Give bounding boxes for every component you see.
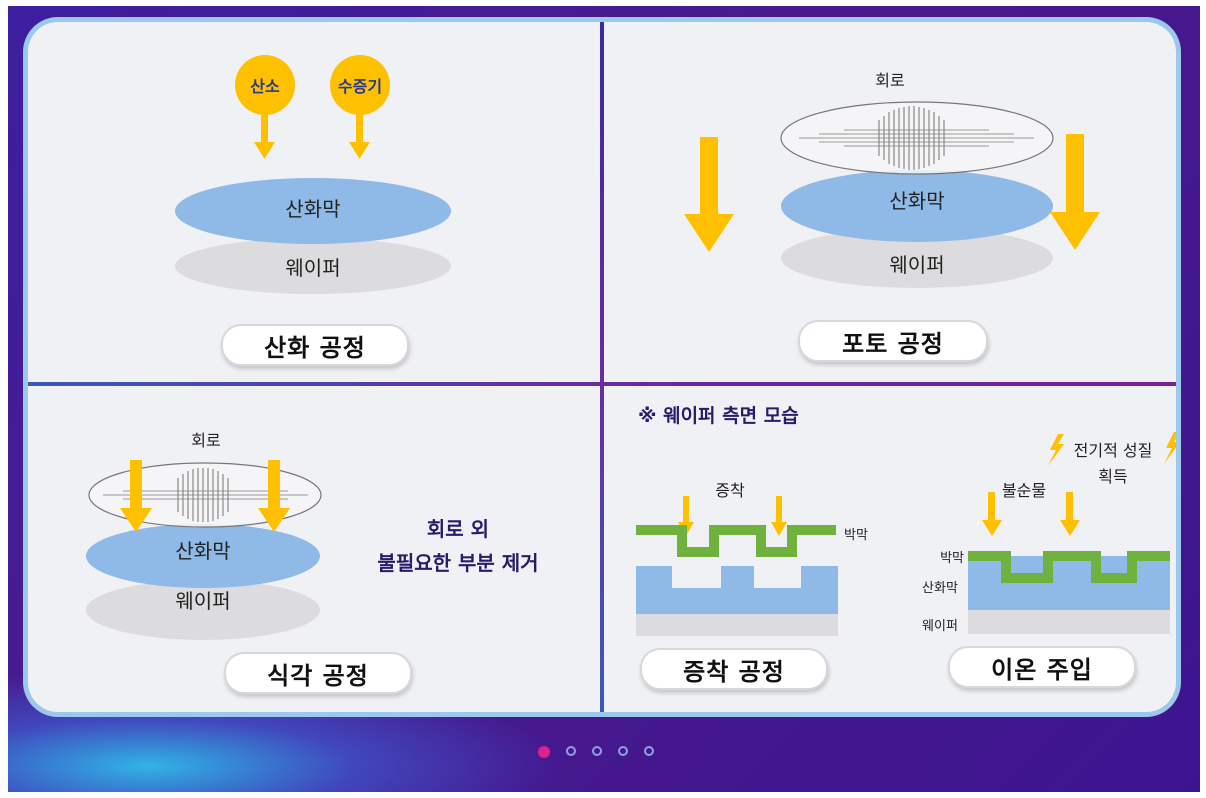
etch-arrow-left xyxy=(120,460,152,532)
oxide-layer: 산화막 xyxy=(175,178,451,244)
dep-film xyxy=(636,525,836,557)
deposition-diagram: ※ 웨이퍼 측면 모습 증착 박막 불순물 전기적 성질 획득 xyxy=(636,405,1176,636)
side-view-note: ※ 웨이퍼 측면 모습 xyxy=(638,405,799,427)
svg-text:전기적 성질: 전기적 성질 xyxy=(1074,441,1153,460)
etching-diagram: 회로 웨이퍼 산화막 xyxy=(86,431,539,640)
circuit-label: 회로 xyxy=(875,71,904,90)
page-dot-3[interactable] xyxy=(592,746,602,756)
etch-desc-line1: 회로 외 xyxy=(427,517,489,541)
svg-text:웨이퍼: 웨이퍼 xyxy=(285,256,340,280)
svg-text:웨이퍼: 웨이퍼 xyxy=(889,253,944,277)
electric-property: 전기적 성질 획득 xyxy=(1048,432,1176,486)
ion-title: 이온 주입 xyxy=(948,646,1136,688)
svg-text:산화막: 산화막 xyxy=(175,539,230,563)
light-arrow-right xyxy=(1050,134,1100,250)
page-dot-1[interactable] xyxy=(538,746,550,758)
dep-oxide xyxy=(636,566,838,614)
circuit-mask xyxy=(88,462,322,528)
etch-arrow-right xyxy=(258,460,290,532)
svg-text:산화막: 산화막 xyxy=(922,581,958,596)
svg-text:증착: 증착 xyxy=(715,481,745,500)
oxygen-input: 산소 xyxy=(235,55,295,159)
circuit-mask xyxy=(780,101,1054,175)
svg-text:웨이퍼: 웨이퍼 xyxy=(175,589,230,613)
vertical-divider xyxy=(600,22,604,712)
ion-arrows xyxy=(982,492,1080,536)
svg-text:산화막: 산화막 xyxy=(285,197,340,221)
svg-text:수증기: 수증기 xyxy=(338,77,382,96)
deposition-title: 증착 공정 xyxy=(640,648,828,690)
page-dot-4[interactable] xyxy=(618,746,628,756)
ion-film xyxy=(968,551,1170,583)
horizontal-divider xyxy=(28,382,1176,386)
svg-text:박막: 박막 xyxy=(844,528,868,543)
process-card: 산소 수증기 웨이퍼 산화막 산화 공정 회로 웨이퍼 산화막 xyxy=(28,22,1176,712)
pagination xyxy=(538,746,654,758)
svg-text:회로: 회로 xyxy=(191,431,220,450)
etch-desc-line2: 불필요한 부분 제거 xyxy=(377,551,538,575)
oxidation-diagram: 산소 수증기 웨이퍼 산화막 xyxy=(175,55,451,294)
svg-text:산소: 산소 xyxy=(250,77,280,96)
photo-title: 포토 공정 xyxy=(798,320,988,362)
svg-text:박막: 박막 xyxy=(940,551,964,566)
steam-input: 수증기 xyxy=(330,55,390,159)
light-arrow-left xyxy=(684,137,734,252)
page-dot-2[interactable] xyxy=(566,746,576,756)
svg-text:산화막: 산화막 xyxy=(889,189,944,213)
photo-diagram: 회로 웨이퍼 산화막 xyxy=(684,71,1100,288)
svg-text:웨이퍼: 웨이퍼 xyxy=(922,619,958,634)
oxidation-title: 산화 공정 xyxy=(221,324,409,366)
wafer-layer: 웨이퍼 xyxy=(175,238,451,294)
page-dot-5[interactable] xyxy=(644,746,654,756)
etching-title: 식각 공정 xyxy=(224,652,412,694)
svg-text:불순물: 불순물 xyxy=(1002,481,1046,500)
svg-text:획득: 획득 xyxy=(1098,467,1127,486)
